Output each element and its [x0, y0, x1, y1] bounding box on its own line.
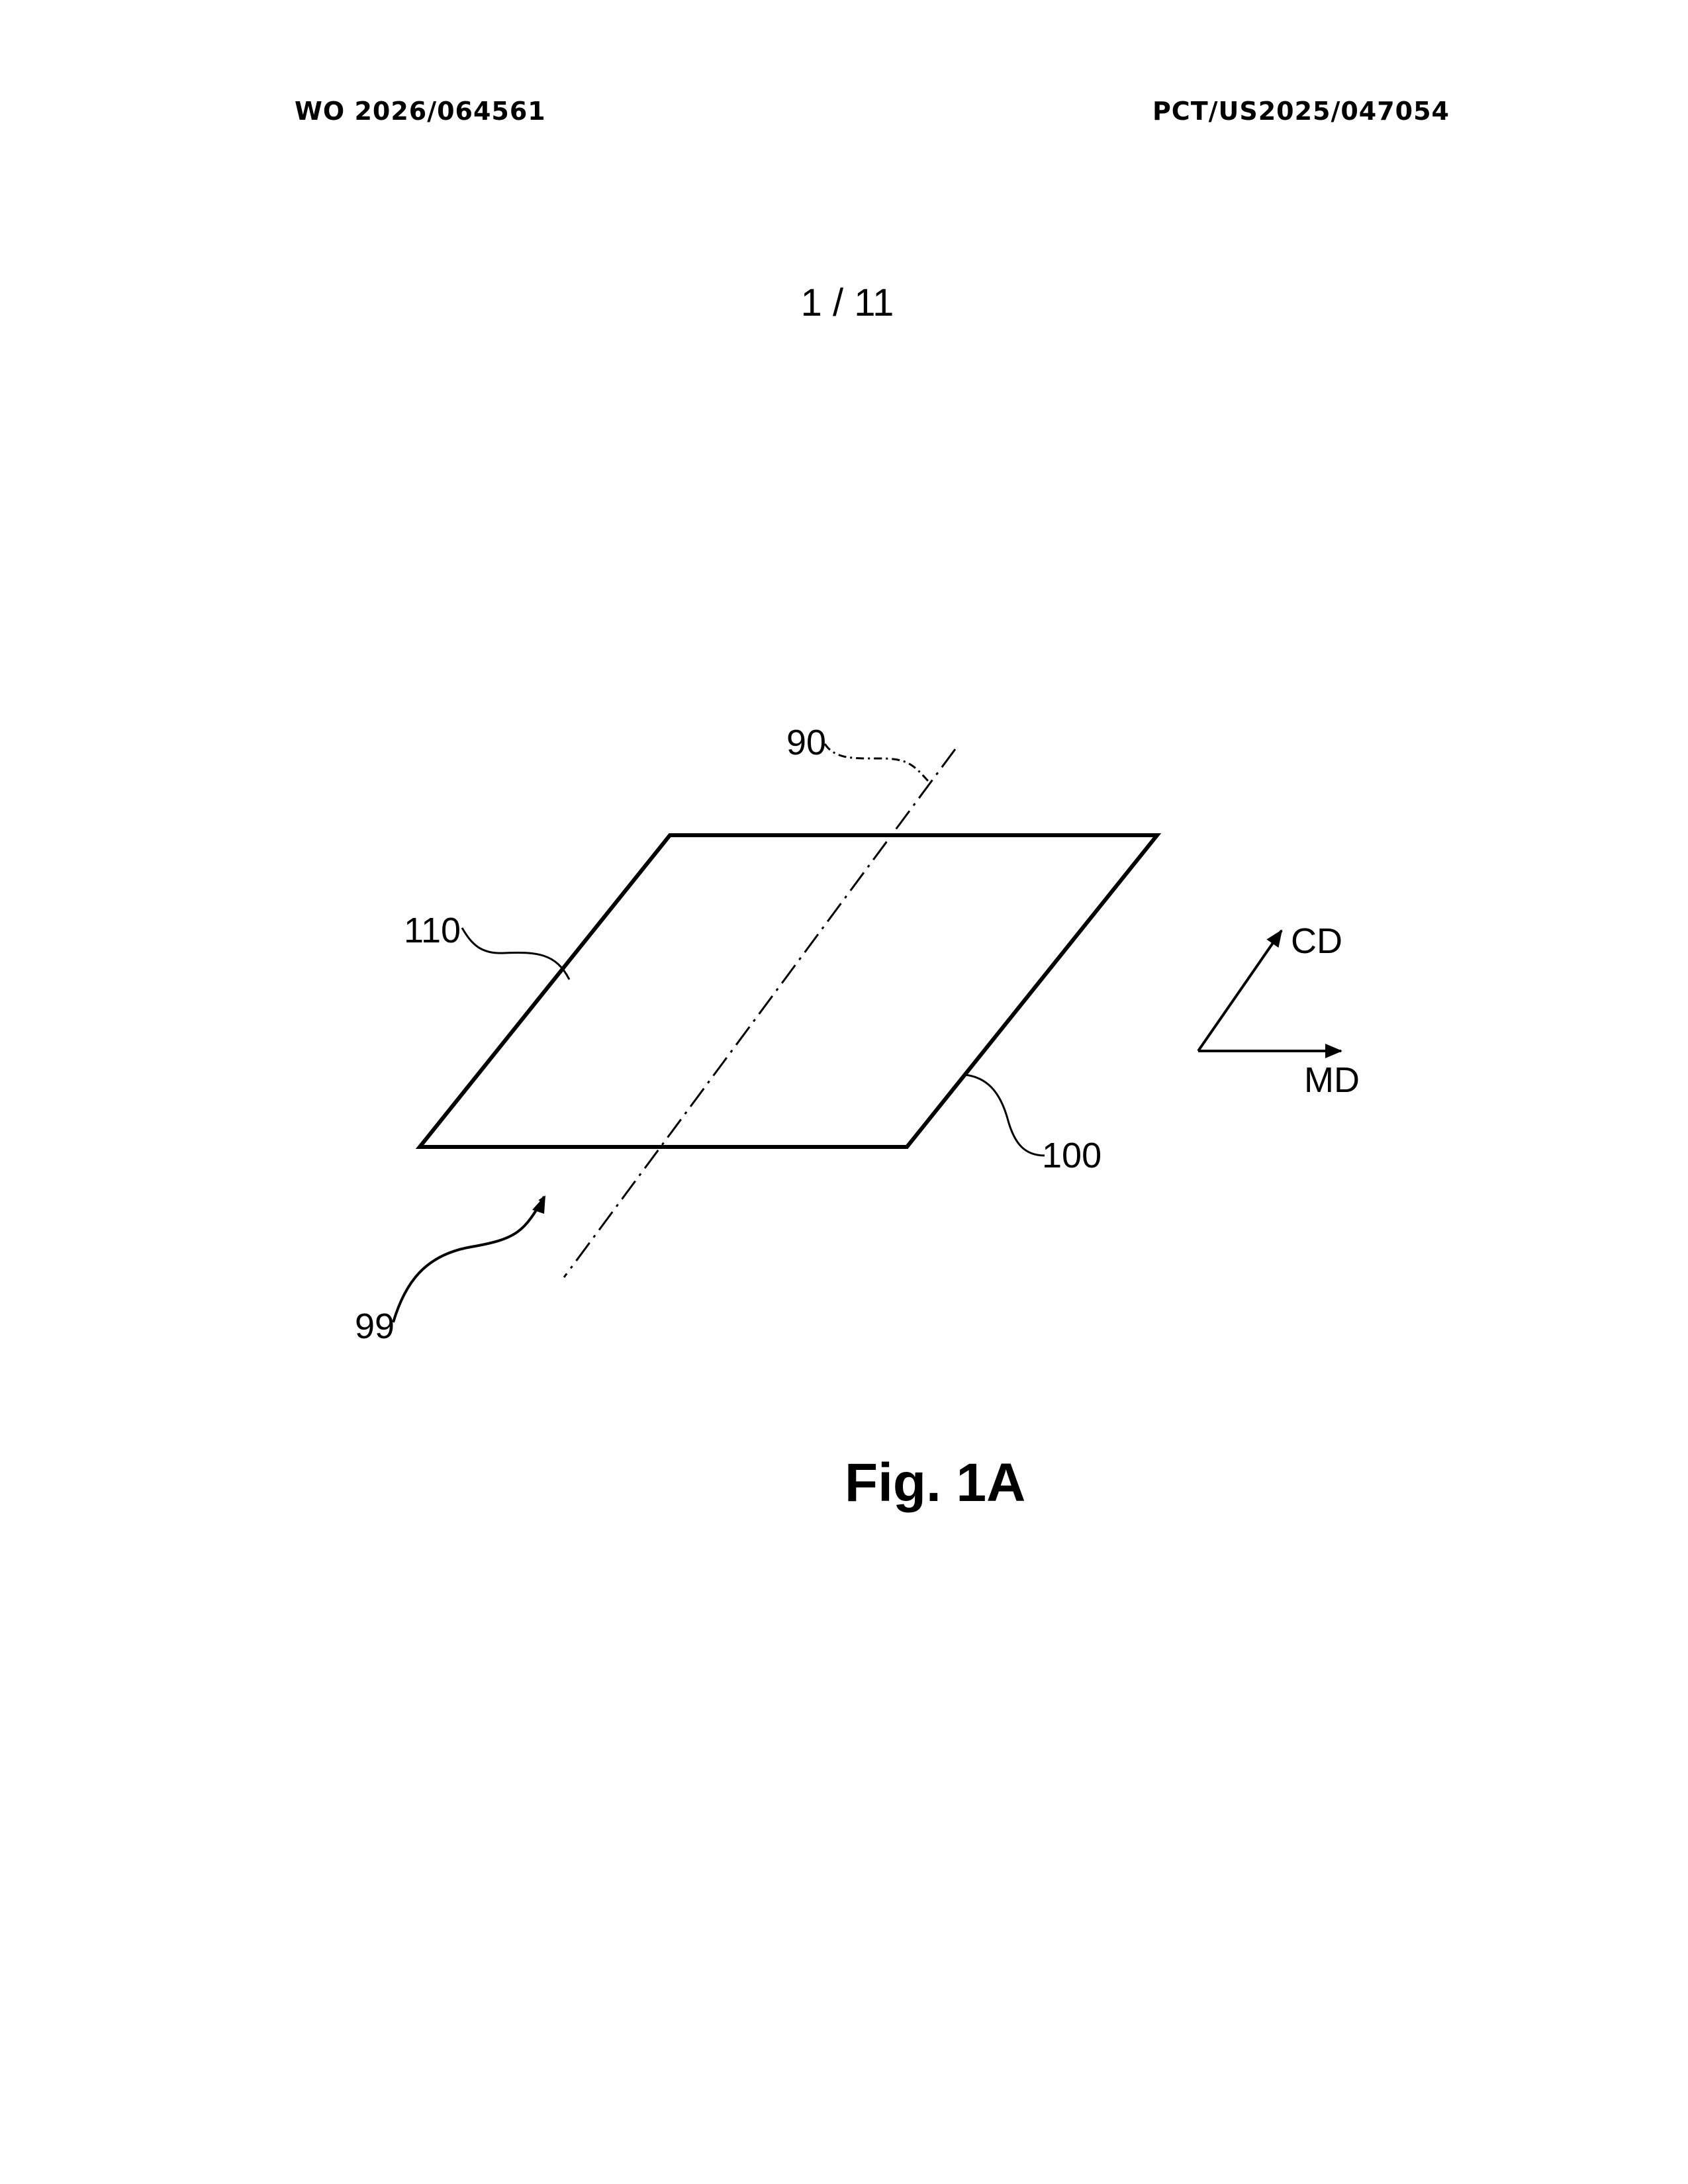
- ref-numeral-99: 99: [355, 1306, 395, 1346]
- cd-arrow: [1198, 931, 1282, 1051]
- label-md: MD: [1304, 1060, 1360, 1100]
- label-cd: CD: [1291, 921, 1342, 961]
- leader-arrow-99: [393, 1197, 544, 1322]
- ref-numeral-110: 110: [404, 911, 461, 950]
- leader-line-90: [825, 744, 928, 781]
- ref-numeral-90: 90: [786, 723, 826, 762]
- center-axis-line: [564, 749, 955, 1277]
- sheet-outline: [420, 835, 1157, 1147]
- figure-caption: Fig. 1A: [845, 1453, 1025, 1513]
- ref-numeral-100: 100: [1042, 1136, 1102, 1175]
- leader-line-110: [462, 928, 569, 979]
- leader-line-100: [965, 1075, 1045, 1156]
